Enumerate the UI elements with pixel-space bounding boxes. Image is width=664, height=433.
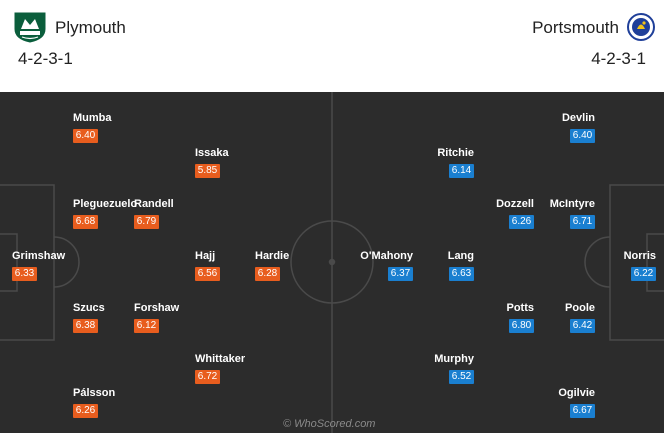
home-player[interactable]: Randell 6.79 [134, 198, 204, 232]
home-player[interactable]: Issaka 5.85 [195, 147, 265, 181]
home-player[interactable]: Grimshaw 6.33 [12, 250, 82, 284]
player-name: Randell [134, 198, 174, 210]
rating-badge: 6.71 [570, 215, 595, 229]
home-player[interactable]: Hajj 6.56 [195, 250, 265, 284]
player-name: Whittaker [195, 353, 246, 365]
home-player[interactable]: Whittaker 6.72 [195, 353, 265, 387]
rating-badge: 6.40 [73, 129, 98, 143]
home-team-name: Plymouth [55, 18, 126, 37]
home-player[interactable]: Pálsson 6.26 [73, 387, 143, 421]
home-player[interactable]: Pleguezuelo 6.68 [73, 198, 143, 232]
plymouth-crest-icon [13, 11, 47, 48]
away-player[interactable]: Devlin 6.40 [525, 112, 595, 146]
rating-badge: 5.85 [195, 164, 220, 178]
away-player[interactable]: Murphy 6.52 [404, 353, 474, 387]
away-player[interactable]: Poole 6.42 [525, 302, 595, 336]
player-name: McIntyre [549, 198, 595, 210]
player-name: Hardie [255, 250, 290, 262]
away-player[interactable]: McIntyre 6.71 [525, 198, 595, 232]
away-player[interactable]: Dozzell 6.26 [464, 198, 534, 232]
player-name: Mumba [73, 112, 112, 124]
home-player[interactable]: Forshaw 6.12 [134, 302, 204, 336]
player-name: Hajj [195, 250, 216, 262]
rating-badge: 6.80 [509, 319, 534, 333]
rating-badge: 6.28 [255, 267, 280, 281]
away-player[interactable]: Ritchie 6.14 [404, 147, 474, 181]
home-player[interactable]: Mumba 6.40 [73, 112, 143, 146]
rating-badge: 6.26 [509, 215, 534, 229]
rating-badge: 6.26 [73, 404, 98, 418]
rating-badge: 6.12 [134, 319, 159, 333]
player-name: Issaka [195, 147, 229, 159]
rating-badge: 6.63 [449, 267, 474, 281]
player-name: Murphy [434, 353, 474, 365]
player-name: Norris [623, 250, 656, 262]
player-name: Poole [565, 302, 595, 314]
player-name: Forshaw [134, 302, 180, 314]
away-player[interactable]: Potts 6.80 [464, 302, 534, 336]
rating-badge: 6.67 [570, 404, 595, 418]
pitch [0, 92, 664, 433]
home-player[interactable]: Hardie 6.28 [255, 250, 325, 284]
away-formation: 4-2-3-1 [591, 49, 646, 68]
rating-badge: 6.52 [449, 370, 474, 384]
pitch-lines [0, 92, 664, 433]
player-name: Dozzell [496, 198, 534, 210]
away-player[interactable]: Norris 6.22 [586, 250, 656, 284]
player-name: Pálsson [73, 387, 116, 399]
rating-badge: 6.72 [195, 370, 220, 384]
player-name: Ogilvie [558, 387, 595, 399]
rating-badge: 6.22 [631, 267, 656, 281]
away-player[interactable]: Ogilvie 6.67 [525, 387, 595, 421]
player-name: Szucs [73, 302, 105, 314]
match-header: Plymouth 4-2-3-1 Portsmouth 4-2-3-1 [0, 0, 664, 92]
player-name: Devlin [561, 112, 595, 124]
away-team-name: Portsmouth [532, 18, 619, 37]
rating-badge: 6.33 [12, 267, 37, 281]
rating-badge: 6.14 [449, 164, 474, 178]
home-formation: 4-2-3-1 [18, 49, 73, 68]
away-player[interactable]: Lang 6.63 [404, 250, 474, 284]
player-name: O'Mahony [360, 250, 413, 262]
rating-badge: 6.68 [73, 215, 98, 229]
rating-badge: 6.38 [73, 319, 98, 333]
home-player[interactable]: Szucs 6.38 [73, 302, 143, 336]
player-name: Lang [447, 250, 474, 262]
player-name: Ritchie [437, 147, 474, 159]
rating-badge: 6.56 [195, 267, 220, 281]
player-name: Grimshaw [12, 250, 66, 262]
rating-badge: 6.79 [134, 215, 159, 229]
watermark: © WhoScored.com [283, 418, 376, 430]
player-name: Pleguezuelo [73, 198, 138, 210]
rating-badge: 6.42 [570, 319, 595, 333]
rating-badge: 6.40 [570, 129, 595, 143]
rating-badge: 6.37 [388, 267, 413, 281]
portsmouth-crest-icon [627, 12, 655, 47]
player-name: Potts [506, 302, 535, 314]
away-player[interactable]: O'Mahony 6.37 [343, 250, 413, 284]
